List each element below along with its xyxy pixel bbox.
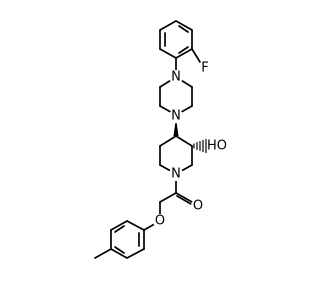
nitrogen-label: N	[171, 167, 181, 182]
fluorophenyl-ring	[159, 20, 201, 63]
oxygen-label: O	[193, 199, 203, 214]
hashed-bond	[193, 138, 207, 154]
fluorine-label: F	[201, 61, 208, 76]
molecule-structure: F N N HO N O O	[94, 20, 227, 259]
atom-piperazine-n-top: N	[169, 70, 183, 85]
nitrogen-label: N	[171, 109, 181, 124]
atom-carbonyl-o: O	[191, 199, 205, 214]
bond-to-fluorine	[191, 48, 201, 63]
atom-fluorine: F	[198, 61, 212, 76]
bond	[175, 48, 193, 59]
hydroxyl-label: HO	[207, 139, 227, 154]
bond	[110, 220, 128, 231]
bond	[159, 48, 177, 59]
molecule-diagram: F N N HO N O O	[94, 20, 228, 259]
oxygen-label: O	[155, 214, 165, 229]
atom-piperidine-n: N	[169, 167, 183, 182]
bond-double-inner	[114, 246, 125, 254]
bond-double-inner	[178, 25, 189, 33]
bond	[159, 135, 177, 147]
nitrogen-label: N	[171, 70, 181, 85]
bond	[126, 248, 145, 259]
bond-methyl	[94, 248, 112, 259]
bond	[175, 135, 193, 147]
tolyl-ring	[94, 220, 145, 259]
bond	[159, 192, 177, 203]
bond-double-inner	[114, 225, 125, 233]
atom-hydroxyl: HO	[207, 138, 227, 154]
bond-double-outer	[176, 195, 192, 205]
wedge-bond	[173, 118, 179, 136]
atom-piperazine-n-bottom: N	[169, 109, 183, 124]
bond	[159, 20, 177, 31]
bond	[175, 192, 193, 203]
atom-ether-o: O	[153, 214, 167, 229]
bond	[110, 248, 128, 259]
bond-double-inner	[178, 46, 189, 54]
bond	[126, 220, 145, 231]
bond	[175, 20, 193, 31]
